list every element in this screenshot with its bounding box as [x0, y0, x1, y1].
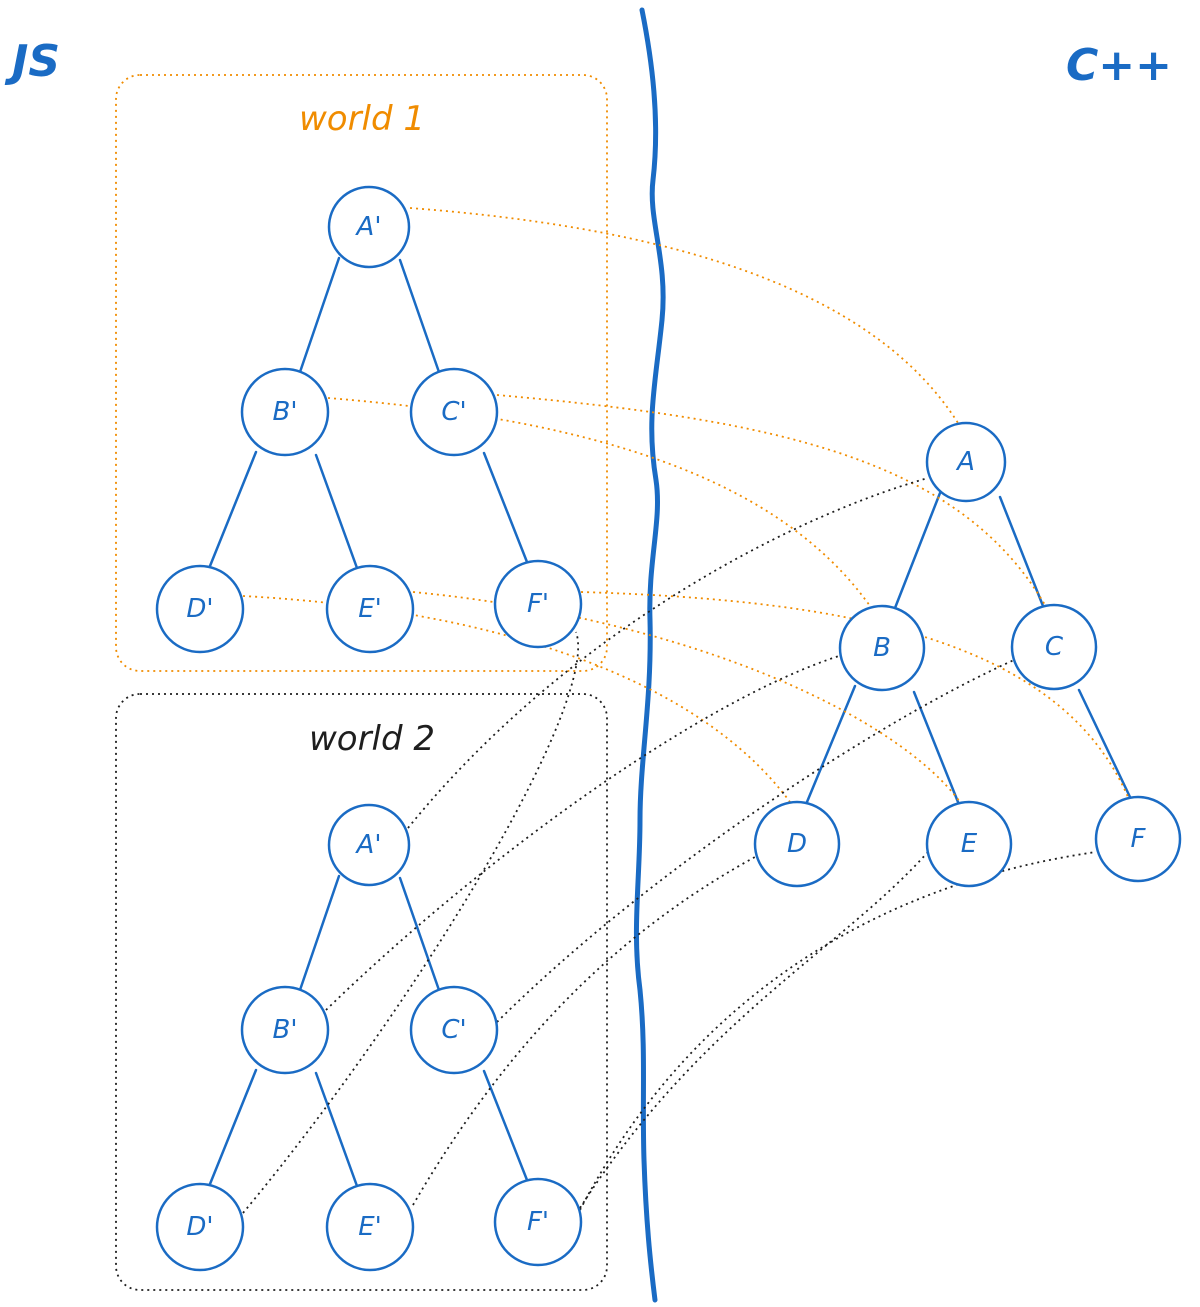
cpp-node-d: D — [753, 800, 841, 888]
link-w1-b — [327, 397, 871, 607]
edge-w1-b-e — [314, 453, 359, 570]
world2-node-c: C' — [409, 985, 499, 1075]
world1-node-f-label: F' — [527, 589, 549, 619]
cpp-node-c: C — [1010, 603, 1098, 691]
world1-node-b: B' — [240, 367, 330, 457]
js-side-label: JS — [4, 36, 60, 87]
cpp-node-a-label: A — [955, 447, 975, 477]
world2-node-f-label: F' — [527, 1207, 549, 1237]
edge-w2-a-b — [298, 874, 341, 992]
cpp-node-e-label: E — [961, 829, 978, 859]
cpp-node-c-label: C — [1045, 632, 1064, 662]
world1-node-a-label: A' — [355, 212, 382, 242]
world1-title: world 1 — [299, 99, 425, 139]
link-w1-a — [409, 207, 959, 424]
world1-node-d-label: D' — [186, 594, 213, 624]
edge-w2-b-e — [314, 1071, 359, 1188]
edge-cpp-c-f — [1077, 688, 1132, 799]
link-w2-c — [496, 659, 1015, 1023]
world1-node-c: C' — [409, 367, 499, 457]
edge-w1-a-c — [398, 258, 442, 377]
world2-title: world 2 — [309, 719, 435, 759]
edge-cpp-a-c — [998, 495, 1045, 608]
cpp-node-f-label: F — [1131, 824, 1147, 854]
world1-node-f: F' — [493, 559, 583, 649]
cpp-node-b-label: B — [873, 633, 891, 663]
world2-node-b-label: B' — [273, 1015, 298, 1045]
link-w2-d — [242, 631, 579, 1214]
world2-node-a: A' — [327, 803, 411, 887]
cpp-side-label: C++ — [1066, 40, 1172, 91]
link-w1-c — [496, 394, 1046, 606]
js-cpp-divider — [633, 7, 666, 1303]
edge-w1-c-f — [482, 451, 529, 564]
world1-node-a: A' — [327, 185, 411, 269]
edge-cpp-b-d — [805, 684, 857, 804]
edge-cpp-b-e — [912, 690, 960, 804]
mapping-links — [242, 207, 1129, 1214]
world2-node-e: E' — [325, 1182, 415, 1272]
world2-node-a-label: A' — [355, 830, 382, 860]
edge-w2-b-d — [208, 1068, 258, 1186]
world2-node-f: F' — [493, 1177, 583, 1267]
world2-node-d: D' — [155, 1182, 245, 1272]
cpp-node-d-label: D — [787, 829, 807, 859]
tree-edges — [208, 256, 1132, 1188]
world2-node-c-label: C' — [441, 1015, 466, 1045]
edge-cpp-a-b — [893, 491, 942, 610]
link-w2-a — [407, 477, 929, 829]
world1-node-c-label: C' — [441, 397, 466, 427]
world1-node-d: D' — [155, 564, 245, 654]
world1-node-e-label: E' — [358, 594, 382, 624]
link-w2-f — [579, 852, 928, 1209]
cpp-node-b: B — [838, 604, 926, 692]
world1-node-e: E' — [325, 564, 415, 654]
world2-node-d-label: D' — [186, 1212, 213, 1242]
cpp-node-f: F — [1094, 795, 1182, 883]
world2-node-b: B' — [240, 985, 330, 1075]
cpp-node-e: E — [925, 800, 1013, 888]
edge-w1-a-b — [298, 256, 341, 374]
edge-w1-b-d — [208, 450, 258, 568]
world1-node-b-label: B' — [273, 397, 298, 427]
world2-node-e-label: E' — [358, 1212, 382, 1242]
cpp-node-a: A — [925, 421, 1007, 503]
link-w1-d — [242, 595, 791, 803]
edge-w2-a-c — [398, 876, 442, 995]
link-w1-f — [580, 591, 1129, 798]
link-w2-f-to-f — [579, 851, 1097, 1211]
edge-w2-c-f — [482, 1069, 529, 1182]
link-w2-e — [412, 856, 756, 1206]
